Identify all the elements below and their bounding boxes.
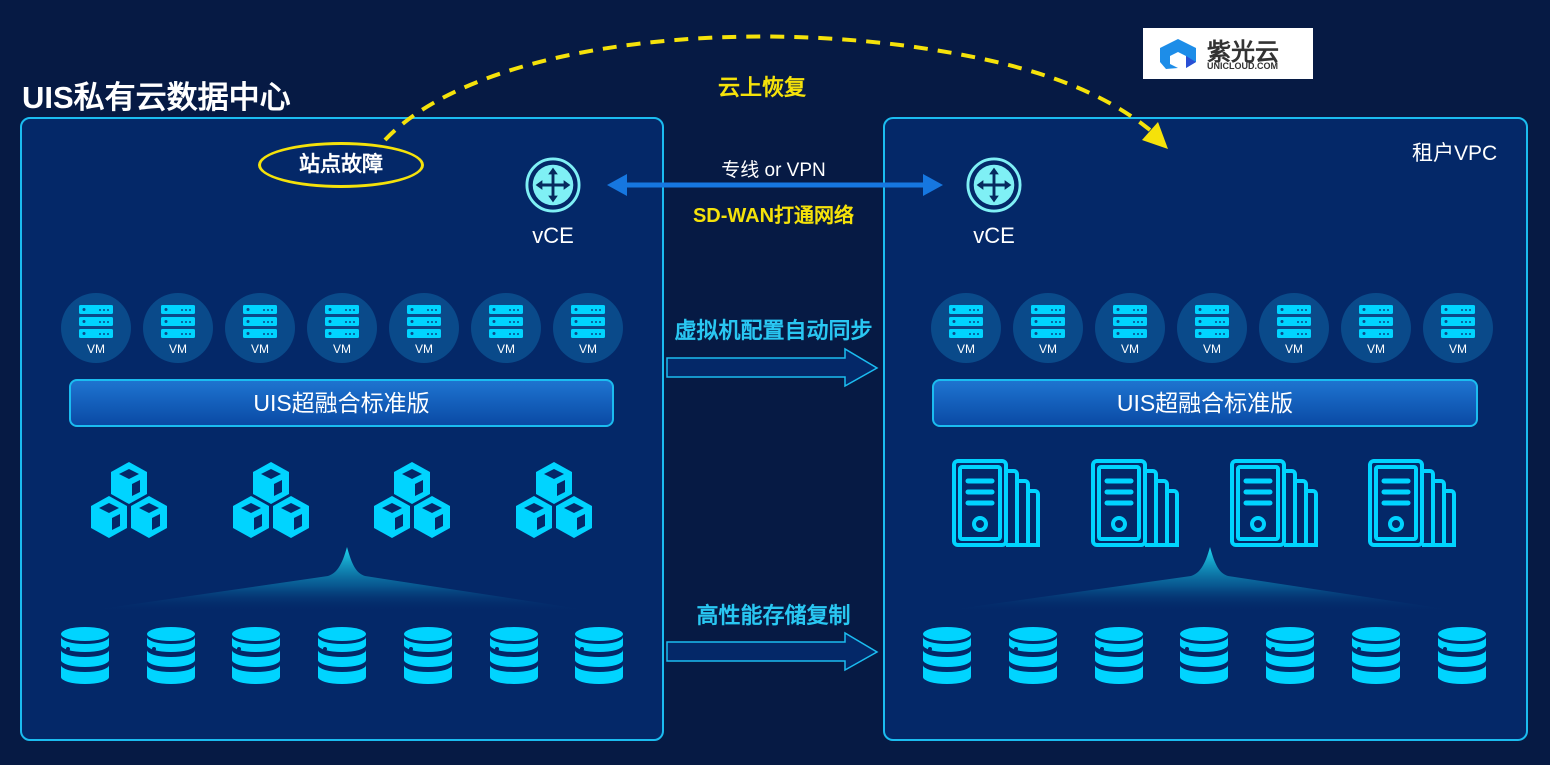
database-icon (1008, 626, 1058, 691)
storage-glow-right (935, 547, 1465, 612)
vm-server-icon (1031, 305, 1065, 338)
vce-label-left: vCE (532, 223, 574, 248)
vm-label: VM (1039, 342, 1057, 356)
vm-server-icon (1113, 305, 1147, 338)
vm-label: VM (1449, 342, 1467, 356)
uis-platform-right: UIS超融合标准版 (932, 379, 1478, 427)
uis-platform-left: UIS超融合标准版 (69, 379, 614, 427)
database-icon (1351, 626, 1401, 691)
vm-node: VM (931, 293, 1001, 363)
vm-label: VM (957, 342, 975, 356)
vm-server-icon (1277, 305, 1311, 338)
database-icon (231, 626, 281, 691)
unicloud-logo: 紫光云 UNICLOUD.COM (1143, 28, 1313, 79)
vm-server-icon (949, 305, 983, 338)
server-tower-icon (1228, 457, 1320, 554)
vm-server-icon (243, 305, 277, 338)
logo-name: 紫光云 (1207, 39, 1279, 66)
database-icon (1094, 626, 1144, 691)
vm-server-icon (79, 305, 113, 338)
vm-label: VM (1285, 342, 1303, 356)
vm-server-icon (571, 305, 605, 338)
vm-server-icon (1195, 305, 1229, 338)
vm-node: VM (143, 293, 213, 363)
vm-label: VM (333, 342, 351, 356)
cubes-icon (229, 460, 313, 549)
database-icon (489, 626, 539, 691)
vm-server-icon (1359, 305, 1393, 338)
vm-label: VM (169, 342, 187, 356)
server-tower-icon (950, 457, 1042, 554)
database-icon (1179, 626, 1229, 691)
vm-label: VM (1203, 342, 1221, 356)
router-icon (966, 157, 1022, 213)
logo-domain: UNICLOUD.COM (1207, 61, 1278, 71)
database-icon (403, 626, 453, 691)
vm-node: VM (1259, 293, 1329, 363)
network-link-arrow (607, 174, 943, 196)
vce-label-right: vCE (973, 223, 1015, 248)
vm-node: VM (389, 293, 459, 363)
cloud-recovery-label: 云上恢复 (718, 75, 807, 100)
vm-server-icon (489, 305, 523, 338)
database-icon (1437, 626, 1487, 691)
vm-node: VM (1423, 293, 1493, 363)
vm-node: VM (1013, 293, 1083, 363)
cubes-icon (370, 460, 454, 549)
vm-node: VM (61, 293, 131, 363)
sdwan-label: SD-WAN打通网络 (692, 205, 855, 227)
vm-node: VM (471, 293, 541, 363)
server-tower-icon (1089, 457, 1181, 554)
vm-node: VM (307, 293, 377, 363)
vce-router-left: vCE (523, 157, 583, 249)
vm-label: VM (251, 342, 269, 356)
vm-node: VM (1177, 293, 1247, 363)
vm-sync-arrow (666, 347, 879, 388)
storage-replication-label: 高性能存储复制 (696, 603, 851, 628)
database-icon (922, 626, 972, 691)
vm-node: VM (225, 293, 295, 363)
vm-server-icon (161, 305, 195, 338)
vm-sync-label: 虚拟机配置自动同步 (674, 318, 873, 343)
site-fault-badge: 站点故障 (258, 142, 424, 188)
private-cloud-title: UIS私有云数据中心 (22, 80, 291, 115)
server-tower-icon (1366, 457, 1458, 554)
tenant-vpc-title: 租户VPC (1412, 142, 1498, 165)
database-icon (317, 626, 367, 691)
database-icon (574, 626, 624, 691)
vm-node: VM (1095, 293, 1165, 363)
vm-label: VM (87, 342, 105, 356)
vm-label: VM (415, 342, 433, 356)
database-icon (146, 626, 196, 691)
vm-node: VM (553, 293, 623, 363)
vm-server-icon (407, 305, 441, 338)
cubes-icon (87, 460, 171, 549)
router-icon (525, 157, 581, 213)
cubes-icon (512, 460, 596, 549)
line-type-label: 专线 or VPN (721, 160, 826, 181)
storage-glow-left (80, 547, 600, 612)
database-icon (60, 626, 110, 691)
vm-node: VM (1341, 293, 1411, 363)
vm-label: VM (1367, 342, 1385, 356)
vm-label: VM (1121, 342, 1139, 356)
vm-label: VM (579, 342, 597, 356)
vm-server-icon (325, 305, 359, 338)
unicloud-logo-icon (1160, 39, 1196, 69)
vm-label: VM (497, 342, 515, 356)
storage-replication-arrow (666, 631, 879, 672)
database-icon (1265, 626, 1315, 691)
vce-router-right: vCE (964, 157, 1024, 249)
vm-server-icon (1441, 305, 1475, 338)
